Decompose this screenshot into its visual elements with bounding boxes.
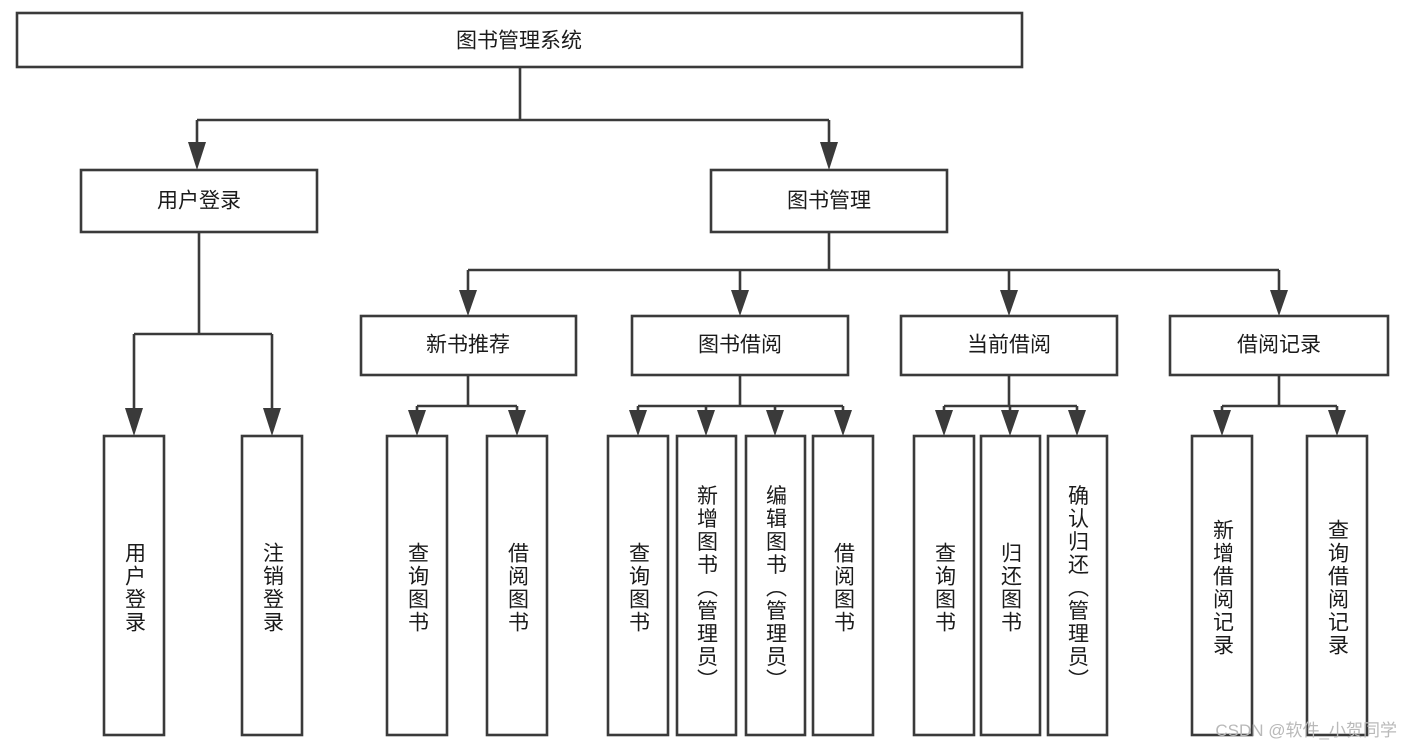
- arrowhead-leaf-borrow-book-1: [508, 410, 526, 436]
- leaf-query-record-box[interactable]: [1305, 434, 1369, 737]
- leaf-query-book-1-label: 查询图书: [406, 542, 430, 634]
- leaf-logout-label: 注销登录: [261, 542, 285, 634]
- node-root-label: 图书管理系统: [456, 30, 582, 53]
- leaf-query-book-2[interactable]: 查询图书: [606, 434, 670, 737]
- arrowhead-leaf-query-book-3: [935, 410, 953, 436]
- node-current-borrow-label: 当前借阅: [967, 334, 1051, 357]
- arrowhead-leaf-edit-book: [766, 410, 784, 436]
- arrowhead-current-borrow: [1000, 290, 1018, 316]
- leaf-query-book-2-box[interactable]: [606, 434, 670, 737]
- arrowhead-user-login: [188, 142, 206, 170]
- leaf-borrow-book-1-box[interactable]: [485, 434, 549, 737]
- leaf-borrow-book-1-label: 借阅图书: [506, 542, 530, 634]
- node-new-book-rec-box[interactable]: [359, 314, 578, 377]
- leaf-add-book-label: 新增图书（管理员）: [695, 485, 719, 692]
- leaf-query-record-label: 查询借阅记录: [1326, 519, 1350, 657]
- arrowhead-book-borrow: [731, 290, 749, 316]
- leaf-query-book-3-box[interactable]: [912, 434, 976, 737]
- arrowhead-leaf-borrow-book-2: [834, 410, 852, 436]
- node-book-borrow-label: 图书借阅: [698, 334, 782, 357]
- leaf-borrow-book-1[interactable]: 借阅图书: [485, 434, 549, 737]
- arrowhead-leaf-add-book: [697, 410, 715, 436]
- leaf-borrow-book-2-label: 借阅图书: [832, 542, 856, 634]
- leaf-query-record[interactable]: 查询借阅记录: [1305, 434, 1369, 737]
- leaf-edit-book-box[interactable]: [744, 434, 807, 737]
- node-user-login[interactable]: 用户登录: [79, 168, 319, 234]
- node-book-borrow-box[interactable]: [630, 314, 850, 377]
- node-book-manage-label: 图书管理: [787, 190, 871, 213]
- leaf-user-login-label: 用户登录: [123, 542, 147, 634]
- arrowhead-leaf-query-record: [1328, 410, 1346, 436]
- leaf-query-book-3-label: 查询图书: [933, 542, 957, 634]
- node-current-borrow-box[interactable]: [899, 314, 1119, 377]
- arrowhead-leaf-query-book-1: [408, 410, 426, 436]
- node-user-login-label: 用户登录: [157, 190, 241, 213]
- node-borrow-record[interactable]: 借阅记录: [1168, 314, 1390, 377]
- node-book-borrow[interactable]: 图书借阅: [630, 314, 850, 377]
- arrowhead-borrow-record: [1270, 290, 1288, 316]
- leaf-confirm-return[interactable]: 确认归还（管理员）: [1046, 434, 1109, 737]
- node-new-book-rec-label: 新书推荐: [426, 334, 510, 357]
- leaf-add-record-box[interactable]: [1190, 434, 1254, 737]
- node-user-login-box[interactable]: [79, 168, 319, 234]
- node-borrow-record-label: 借阅记录: [1237, 334, 1321, 357]
- leaf-user-login-box[interactable]: [102, 434, 166, 737]
- leaf-return-book-box[interactable]: [979, 434, 1042, 737]
- arrowhead-leaf-confirm-return: [1068, 410, 1086, 436]
- leaf-add-book-box[interactable]: [675, 434, 738, 737]
- node-borrow-record-box[interactable]: [1168, 314, 1390, 377]
- arrowhead-leaf-query-book-2: [629, 410, 647, 436]
- leaf-query-book-3[interactable]: 查询图书: [912, 434, 976, 737]
- leaf-confirm-return-label: 确认归还（管理员）: [1066, 485, 1090, 692]
- node-new-book-rec[interactable]: 新书推荐: [359, 314, 578, 377]
- leaf-user-login[interactable]: 用户登录: [102, 434, 166, 737]
- leaf-add-book[interactable]: 新增图书（管理员）: [675, 434, 738, 737]
- node-book-manage-box[interactable]: [709, 168, 949, 234]
- node-current-borrow[interactable]: 当前借阅: [899, 314, 1119, 377]
- arrowhead-leaf-user-login: [125, 408, 143, 436]
- leaf-query-book-1-box[interactable]: [385, 434, 449, 737]
- leaf-return-book[interactable]: 归还图书: [979, 434, 1042, 737]
- arrowhead-new-book-rec: [459, 290, 477, 316]
- leaf-query-book-2-label: 查询图书: [627, 542, 651, 634]
- arrowhead-leaf-logout: [263, 408, 281, 436]
- node-book-manage[interactable]: 图书管理: [709, 168, 949, 234]
- connector-layer: [125, 67, 1346, 436]
- leaf-logout[interactable]: 注销登录: [240, 434, 304, 737]
- leaf-return-book-label: 归还图书: [999, 542, 1023, 634]
- csdn-watermark: CSDN @软件_小贺同学: [1215, 721, 1397, 740]
- leaf-logout-box[interactable]: [240, 434, 304, 737]
- leaf-edit-book-label: 编辑图书（管理员）: [764, 485, 788, 692]
- leaf-query-book-1[interactable]: 查询图书: [385, 434, 449, 737]
- leaf-borrow-book-2-box[interactable]: [811, 434, 875, 737]
- leaf-add-record-label: 新增借阅记录: [1211, 519, 1235, 657]
- leaf-confirm-return-box[interactable]: [1046, 434, 1109, 737]
- leaf-borrow-book-2[interactable]: 借阅图书: [811, 434, 875, 737]
- leaf-add-record[interactable]: 新增借阅记录: [1190, 434, 1254, 737]
- arrowhead-leaf-add-record: [1213, 410, 1231, 436]
- node-root-box[interactable]: [15, 11, 1024, 69]
- node-root[interactable]: 图书管理系统: [15, 11, 1024, 69]
- arrowhead-leaf-return-book: [1001, 410, 1019, 436]
- leaf-edit-book[interactable]: 编辑图书（管理员）: [744, 434, 807, 737]
- arrowhead-book-manage: [820, 142, 838, 170]
